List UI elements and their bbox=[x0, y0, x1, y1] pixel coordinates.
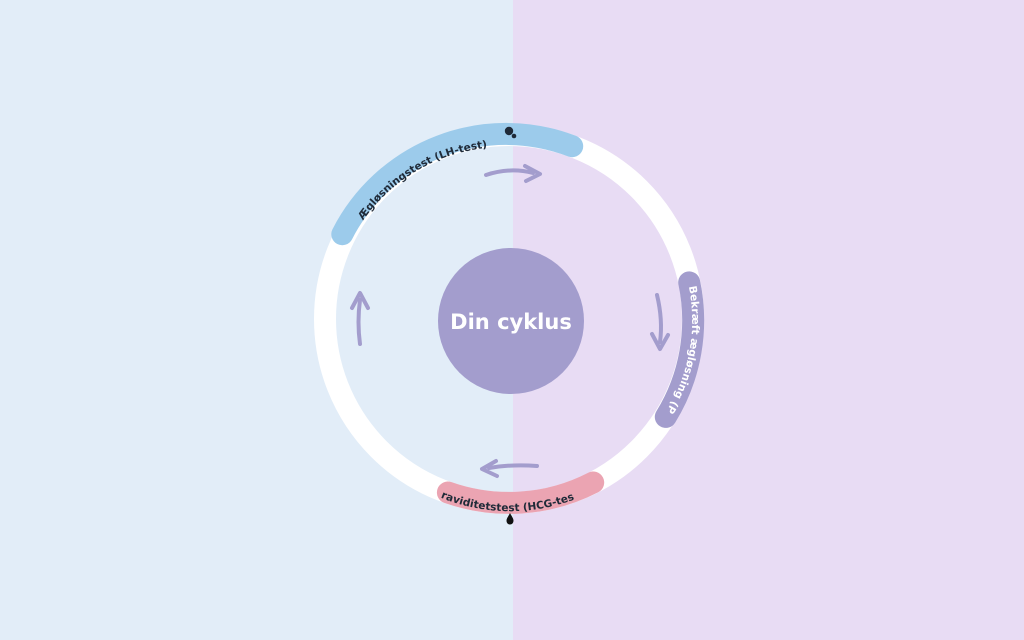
arrow-top bbox=[484, 164, 542, 183]
background-right bbox=[513, 0, 1024, 640]
arrow-left bbox=[350, 291, 370, 346]
background-left bbox=[0, 0, 513, 640]
drop-icon bbox=[506, 513, 514, 525]
center-label: Din cyklus bbox=[450, 310, 572, 334]
arrow-bottom bbox=[480, 459, 539, 478]
ovum-icon bbox=[504, 126, 517, 139]
lh-segment bbox=[331, 122, 584, 246]
center-circle bbox=[438, 248, 584, 394]
hcg-segment bbox=[436, 471, 605, 514]
arrow-right bbox=[650, 293, 670, 351]
pdg-segment bbox=[654, 271, 705, 428]
